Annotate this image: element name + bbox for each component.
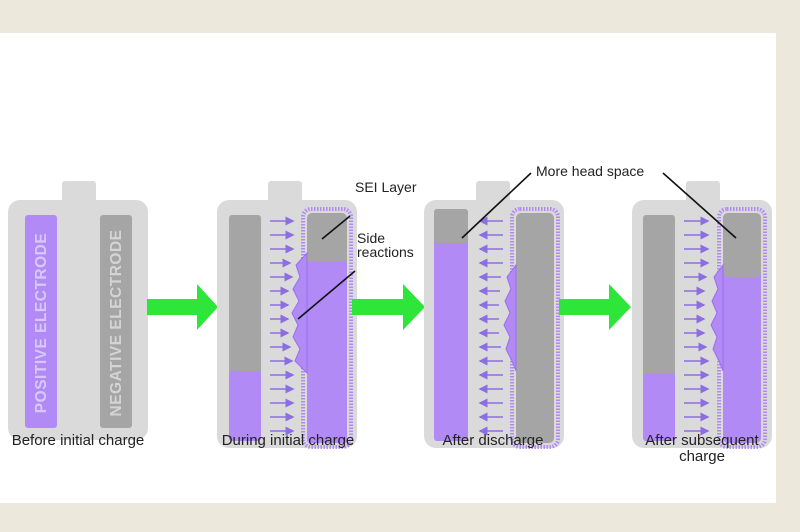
battery-terminal	[686, 181, 720, 203]
battery-during-initial-charge	[217, 181, 357, 449]
side-reaction-growth	[710, 263, 724, 372]
ion-flow-arrows	[270, 216, 295, 436]
sei-layer	[301, 207, 353, 449]
negative-electrode-lithium	[307, 261, 347, 443]
stage-label-4-line2: charge	[679, 448, 725, 465]
ion-flow-arrows	[684, 216, 710, 436]
side-reaction-growth	[291, 251, 308, 375]
process-arrow	[147, 284, 218, 330]
positive-electrode	[434, 209, 468, 441]
battery-after-discharge	[424, 181, 564, 449]
head-space-pointer-right	[662, 172, 737, 239]
sei-layer-pointer	[321, 215, 351, 240]
stage-label-4-line1: After subsequent	[645, 432, 759, 449]
process-arrow	[559, 284, 631, 330]
battery-after-subsequent-charge	[632, 181, 772, 449]
stage-label-3: After discharge	[443, 432, 544, 449]
process-arrow	[352, 284, 425, 330]
battery-terminal	[62, 181, 96, 203]
side-reactions-pointer	[297, 270, 356, 320]
battery-before-initial-charge: POSITIVE ELECTRODE NEGATIVE ELECTRODE	[8, 181, 148, 440]
ion-flow-arrows	[478, 216, 503, 436]
head-space	[434, 209, 468, 243]
head-space-label: More head space	[536, 163, 644, 179]
stage-label-2: During initial charge	[222, 432, 355, 449]
side-reactions-label-1: Side	[357, 230, 385, 246]
positive-electrode-lithium	[643, 373, 675, 441]
battery-diagram: POSITIVE ELECTRODE NEGATIVE ELECTRODE	[8, 163, 772, 465]
positive-electrode-label: POSITIVE ELECTRODE	[33, 233, 50, 413]
negative-electrode-label: NEGATIVE ELECTRODE	[108, 230, 125, 417]
negative-electrode	[516, 213, 554, 443]
diagram-panel: POSITIVE ELECTRODE NEGATIVE ELECTRODE	[0, 33, 776, 503]
head-space	[723, 213, 761, 277]
battery-terminal	[268, 181, 302, 203]
stage-label-1: Before initial charge	[12, 432, 145, 449]
positive-electrode-lithium	[229, 371, 261, 441]
side-reaction-growth	[503, 263, 517, 372]
negative-electrode	[100, 215, 132, 428]
battery-terminal	[476, 181, 510, 203]
sei-layer-label: SEI Layer	[355, 179, 417, 195]
head-space-pointer-left	[461, 172, 532, 239]
side-reactions-label-2: reactions	[357, 244, 414, 260]
positive-electrode	[25, 215, 57, 428]
